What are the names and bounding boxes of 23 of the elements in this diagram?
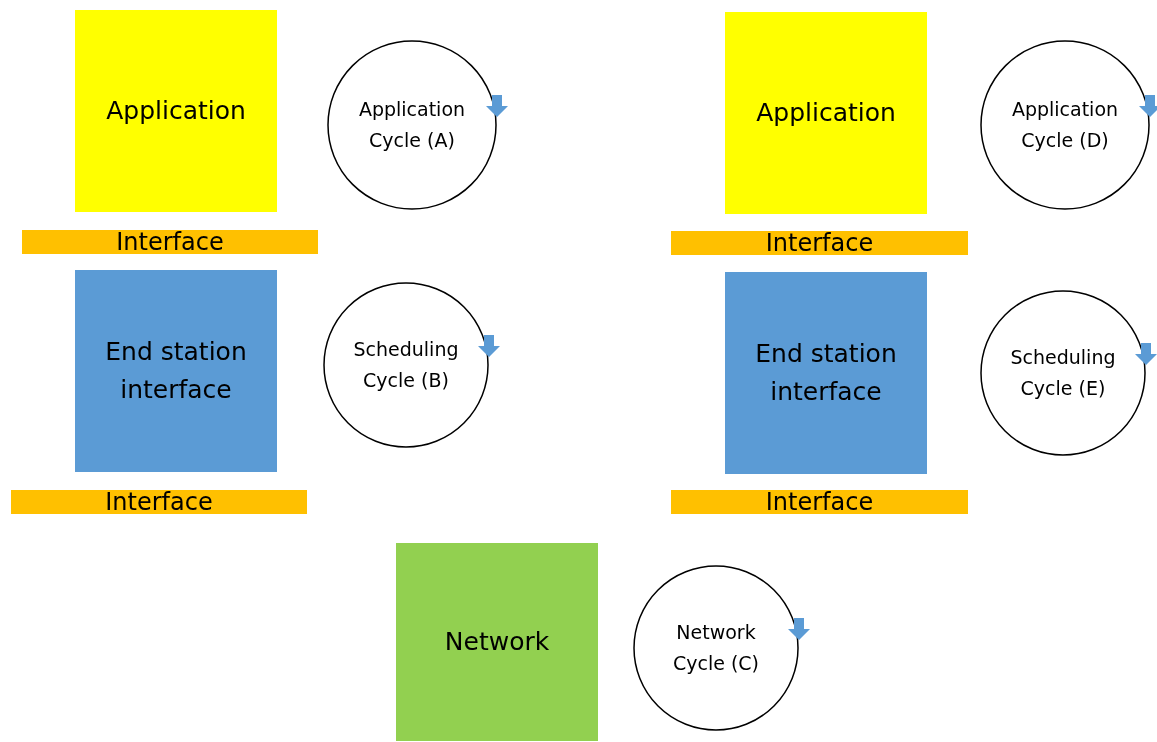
layer-box [725, 12, 927, 214]
layer-label: Network [444, 626, 550, 658]
layer-label: Application [756, 97, 896, 129]
layer-label: End station interface [754, 338, 898, 408]
interface-label: Interface [765, 231, 874, 255]
interface-label: Interface [116, 230, 224, 254]
interface-bar [671, 231, 968, 255]
cycle-label: Network Cycle (C) [671, 620, 761, 676]
interface-bar [22, 230, 318, 254]
layer-box [396, 543, 598, 741]
interface-label: Interface [765, 490, 874, 514]
cycle-label: Application Cycle (D) [1010, 97, 1120, 153]
cycle-label: Scheduling Cycle (E) [1009, 345, 1117, 401]
layer-label: Application [106, 95, 246, 127]
interface-bar [11, 490, 307, 514]
layer-label: End station interface [104, 336, 248, 406]
layer-box [725, 272, 927, 474]
interface-label: Interface [105, 490, 213, 514]
interface-bar [671, 490, 968, 514]
cycle-label: Scheduling Cycle (B) [352, 337, 460, 393]
layer-box [75, 270, 277, 472]
cycle-label: Application Cycle (A) [357, 97, 467, 153]
layer-box [75, 10, 277, 212]
